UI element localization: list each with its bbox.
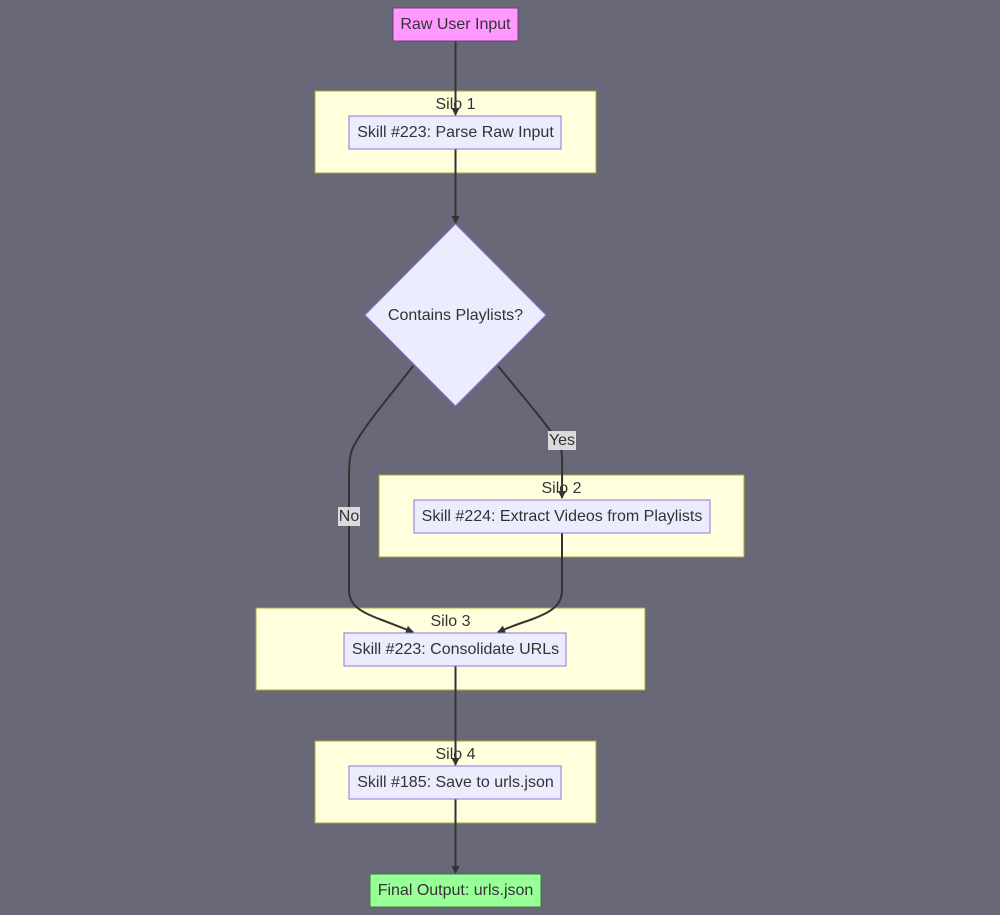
node-final-output-text: Final Output: urls.json xyxy=(378,882,534,899)
node-parse-raw-input-text: Skill #223: Parse Raw Input xyxy=(357,124,554,141)
node-extract-videos: Skill #224: Extract Videos from Playlist… xyxy=(413,499,711,534)
edge-decision-no-to-consolidate xyxy=(348,365,414,634)
node-parse-raw-input: Skill #223: Parse Raw Input xyxy=(348,115,562,150)
node-final-output-box xyxy=(369,873,542,908)
node-raw-user-input: Raw User Input xyxy=(392,7,519,42)
node-contains-playlists-text: Contains Playlists? xyxy=(388,307,523,324)
silo-3-label: Silo 3 xyxy=(430,613,470,630)
edge-label-no-text: No xyxy=(339,508,360,525)
node-raw-user-input-box xyxy=(392,7,519,42)
decision-diamond xyxy=(364,223,547,407)
node-consolidate-urls-text: Skill #223: Consolidate URLs xyxy=(352,641,559,658)
edge-label-yes-text: Yes xyxy=(549,432,575,449)
node-consolidate-urls-box xyxy=(343,632,567,667)
node-consolidate-urls: Skill #223: Consolidate URLs xyxy=(343,632,567,667)
edge-label-yes-bg xyxy=(548,431,576,450)
edge-label-no-bg xyxy=(338,507,360,526)
node-final-output: Final Output: urls.json xyxy=(369,873,542,908)
node-save-urls-json-text: Skill #185: Save to urls.json xyxy=(357,774,554,791)
node-save-urls-json-box xyxy=(348,765,562,800)
node-parse-raw-input-box xyxy=(348,115,562,150)
node-contains-playlists-decision: Contains Playlists? xyxy=(364,223,547,407)
node-extract-videos-text: Skill #224: Extract Videos from Playlist… xyxy=(422,508,703,525)
node-extract-videos-box xyxy=(413,499,711,534)
edge-label-no: No xyxy=(338,507,360,526)
edge-extract-to-consolidate xyxy=(497,533,563,633)
edge-label-yes: Yes xyxy=(548,431,576,450)
node-save-urls-json: Skill #185: Save to urls.json xyxy=(348,765,562,800)
node-raw-user-input-text: Raw User Input xyxy=(400,16,511,33)
